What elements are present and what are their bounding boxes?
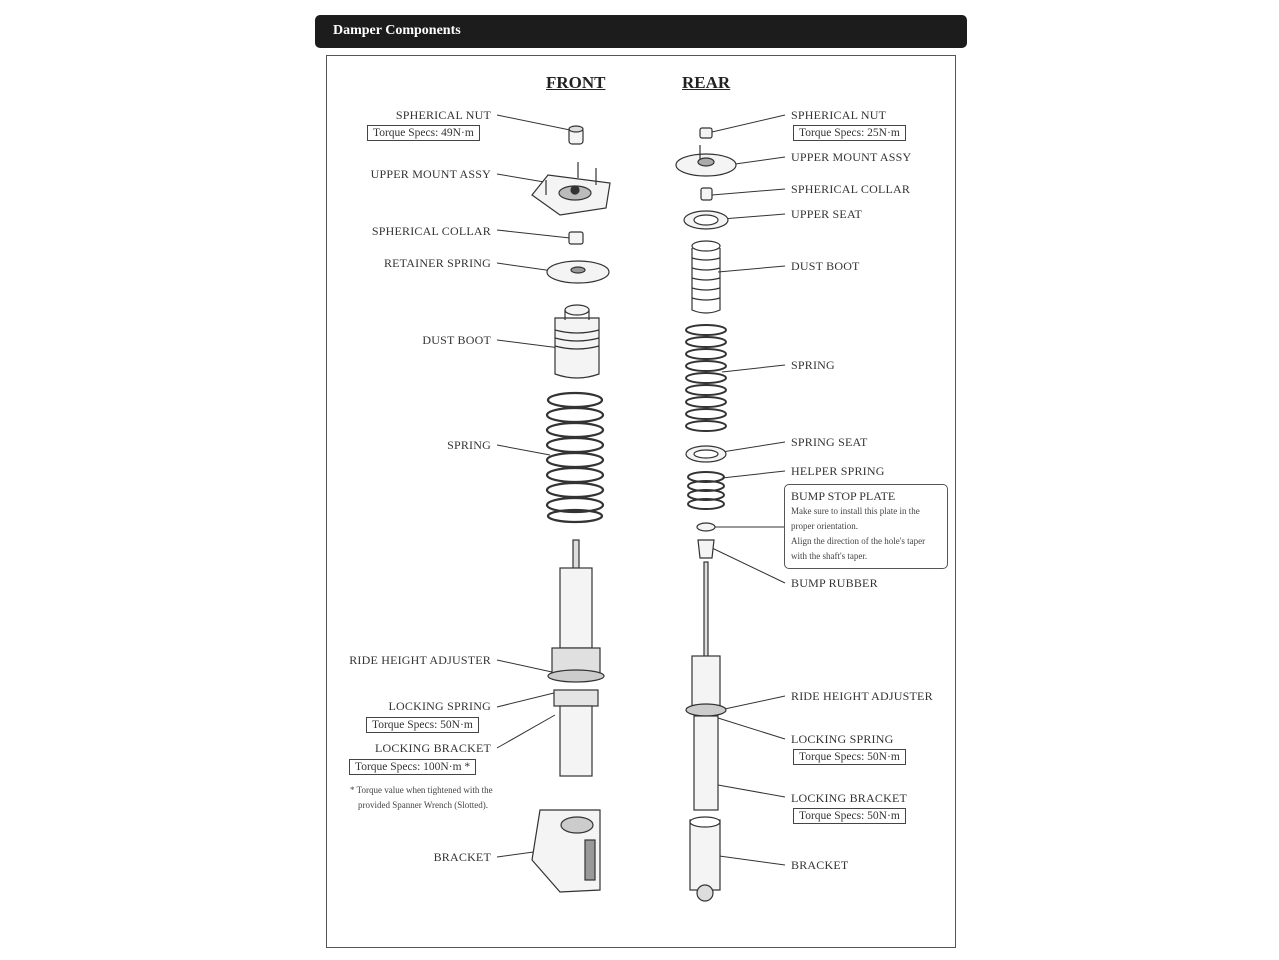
rear-ride-height-adjuster-label: RIDE HEIGHT ADJUSTER bbox=[791, 689, 933, 703]
front-locking-spring-label: LOCKING SPRING bbox=[388, 699, 491, 713]
front-locking-bracket-label: LOCKING BRACKET bbox=[375, 741, 491, 755]
rear-bump-rubber-label: BUMP RUBBER bbox=[791, 576, 878, 590]
header-bar: Damper Components bbox=[315, 15, 967, 48]
front-assembly bbox=[531, 125, 611, 893]
rear-assembly bbox=[675, 127, 737, 902]
front-spring-label: SPRING bbox=[447, 438, 491, 452]
bump-stop-note-line4: with the shaft's taper. bbox=[791, 551, 868, 561]
rear-helper-spring-label: HELPER SPRING bbox=[791, 464, 885, 478]
front-torque-note-line1: * Torque value when tightened with the bbox=[350, 785, 493, 795]
rear-bracket-label: BRACKET bbox=[791, 858, 849, 872]
bump-stop-note-line1: Make sure to install this plate in the bbox=[791, 506, 920, 516]
front-retainer-spring-label: RETAINER SPRING bbox=[383, 256, 491, 270]
rear-upper-seat-label: UPPER SEAT bbox=[791, 207, 863, 221]
bump-stop-plate-callout: BUMP STOP PLATE Make sure to install thi… bbox=[784, 484, 948, 569]
rear-locking-bracket-label: LOCKING BRACKET bbox=[791, 791, 907, 805]
diagram-frame bbox=[326, 55, 956, 948]
front-locking-bracket-torque: Torque Specs: 100N·m * bbox=[349, 759, 477, 775]
front-spherical-nut-torque: Torque Specs: 49N·m bbox=[367, 125, 480, 141]
front-dust-boot-label: DUST BOOT bbox=[422, 333, 491, 347]
front-ride-height-adjuster-label: RIDE HEIGHT ADJUSTER bbox=[349, 653, 491, 667]
front-spherical-collar-label: SPHERICAL COLLAR bbox=[371, 224, 491, 238]
rear-spring-label: SPRING bbox=[791, 358, 835, 372]
front-bracket-label: BRACKET bbox=[433, 850, 491, 864]
rear-locking-spring-torque: Torque Specs: 50N·m bbox=[793, 749, 906, 765]
front-locking-spring-torque: Torque Specs: 50N·m bbox=[366, 717, 479, 733]
rear-locking-spring-label: LOCKING SPRING bbox=[791, 732, 894, 746]
bump-stop-note-line2: proper orientation. bbox=[791, 521, 858, 531]
rear-spherical-nut-label: SPHERICAL NUT bbox=[791, 108, 887, 122]
bump-stop-note-line3: Align the direction of the hole's taper bbox=[791, 536, 926, 546]
rear-spherical-nut-torque: Torque Specs: 25N·m bbox=[793, 125, 906, 141]
rear-spherical-collar-label: SPHERICAL COLLAR bbox=[791, 182, 911, 196]
rear-heading: REAR bbox=[682, 73, 731, 92]
page-title: Damper Components bbox=[333, 23, 461, 38]
rear-spring-seat-label: SPRING SEAT bbox=[791, 435, 868, 449]
front-spherical-nut-label: SPHERICAL NUT bbox=[395, 108, 491, 122]
rear-upper-mount-label: UPPER MOUNT ASSY bbox=[791, 150, 912, 164]
rear-dust-boot-label: DUST BOOT bbox=[791, 259, 860, 273]
rear-locking-bracket-torque: Torque Specs: 50N·m bbox=[793, 808, 906, 824]
front-torque-note-line2: provided Spanner Wrench (Slotted). bbox=[358, 800, 488, 810]
front-heading: FRONT bbox=[546, 73, 606, 92]
front-upper-mount-label: UPPER MOUNT ASSY bbox=[370, 167, 491, 181]
rear-bump-stop-plate-label: BUMP STOP PLATE bbox=[791, 489, 896, 503]
